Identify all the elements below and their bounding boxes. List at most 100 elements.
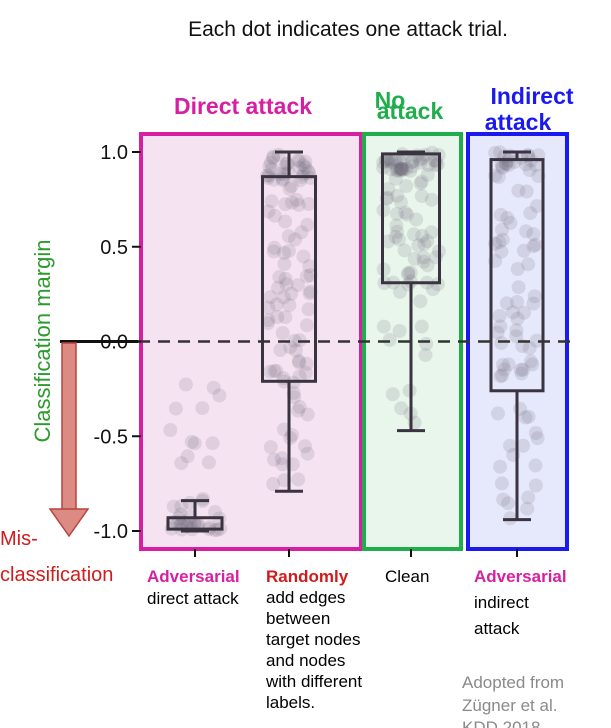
trial-dot xyxy=(493,207,508,222)
trial-dot xyxy=(398,205,413,220)
misclassification-label-line1: Mis- xyxy=(0,528,38,550)
trial-dot xyxy=(491,406,505,421)
trial-dot xyxy=(530,199,544,214)
trial-dot xyxy=(275,171,290,186)
trial-dot xyxy=(400,207,415,222)
trial-dot xyxy=(413,176,428,191)
trial-dot xyxy=(403,265,418,280)
trial-dot xyxy=(511,280,526,295)
trial-dot xyxy=(290,153,305,168)
trial-dot xyxy=(274,451,289,466)
trial-dot xyxy=(505,305,520,320)
trial-dot xyxy=(287,333,302,348)
trial-dot xyxy=(413,294,428,309)
trial-dot xyxy=(284,286,299,301)
trial-dot xyxy=(301,197,316,211)
trial-dot xyxy=(187,436,202,451)
trial-dot xyxy=(401,267,416,282)
trial-dot xyxy=(270,310,285,324)
category-label-line: add edges xyxy=(266,588,345,607)
trial-dot xyxy=(414,174,429,189)
category-label-line: and nodes xyxy=(266,651,345,670)
iqr-box xyxy=(166,516,224,531)
trial-dot xyxy=(495,368,510,383)
trial-dot xyxy=(302,286,317,301)
trial-dot xyxy=(519,224,534,239)
no-attack-header-line1: No xyxy=(375,87,406,113)
trial-dot xyxy=(292,160,307,175)
trial-dot xyxy=(523,206,538,221)
trial-dot xyxy=(278,214,293,229)
trial-dot xyxy=(212,388,227,403)
trial-dot xyxy=(413,152,427,167)
trial-dot xyxy=(528,426,543,440)
trial-dot xyxy=(525,357,540,372)
trial-dot xyxy=(278,271,293,286)
credit-line1: Adopted from xyxy=(462,673,564,692)
trial-dot xyxy=(264,162,279,176)
trial-dot xyxy=(263,440,278,455)
trial-dot xyxy=(393,284,407,299)
trial-dot xyxy=(178,377,193,392)
trial-dot xyxy=(261,204,276,219)
trial-dot xyxy=(184,434,199,449)
trial-dot xyxy=(509,329,524,344)
trial-dot xyxy=(397,243,412,258)
trial-dot xyxy=(263,290,278,305)
trial-dot xyxy=(420,234,435,249)
box-3 xyxy=(381,150,441,433)
trial-dot xyxy=(292,400,307,414)
trial-dot xyxy=(415,228,430,243)
trial-dot xyxy=(195,492,210,506)
trial-dot xyxy=(411,238,426,253)
trial-dot xyxy=(511,183,526,198)
trial-dot xyxy=(168,401,183,416)
trial-dot xyxy=(413,155,428,170)
trial-dot xyxy=(206,380,221,395)
trial-dot xyxy=(201,455,216,470)
trial-dot xyxy=(292,153,307,168)
trial-dot xyxy=(492,235,507,249)
trial-dot xyxy=(260,316,275,331)
trial-dot xyxy=(407,251,422,266)
trial-dot xyxy=(291,197,306,212)
misclassification-label-line2: classification xyxy=(0,564,113,586)
trial-dot xyxy=(279,277,294,292)
trial-dot xyxy=(269,363,284,378)
category-label-line: Clean xyxy=(385,567,429,586)
trial-dot xyxy=(290,278,305,293)
indirect-attack-header-line2: attack xyxy=(485,109,552,135)
trial-dot xyxy=(300,163,315,178)
trial-dot xyxy=(521,257,536,272)
trial-dot xyxy=(261,300,276,315)
trial-dot xyxy=(526,227,541,241)
trial-dot xyxy=(267,364,282,379)
trial-dot xyxy=(495,159,510,174)
trial-dot xyxy=(522,341,537,356)
trial-dot xyxy=(528,458,543,473)
category-label-line: indirect xyxy=(474,593,529,612)
trial-dot xyxy=(493,459,508,474)
trial-dot xyxy=(388,153,403,168)
trial-dot xyxy=(501,496,516,511)
trial-dot xyxy=(381,152,396,167)
ticks-layer: 1.00.50.0-0.5-1.0 xyxy=(94,142,141,543)
trial-dot xyxy=(380,190,395,205)
trial-dot xyxy=(174,456,189,471)
trial-dot xyxy=(529,333,544,348)
trial-dot xyxy=(414,189,429,203)
trial-dot xyxy=(405,154,420,169)
trial-dot xyxy=(493,369,508,384)
trial-dot xyxy=(291,353,306,368)
trial-dot xyxy=(396,152,411,166)
trial-dot xyxy=(267,240,282,255)
trial-dot xyxy=(420,258,435,273)
trial-dot xyxy=(495,222,509,237)
trial-dot xyxy=(284,179,299,194)
trial-dot xyxy=(495,161,510,176)
category-label-line: Randomly xyxy=(266,567,349,586)
trial-dot xyxy=(491,170,506,184)
y-tick-label: -1.0 xyxy=(94,521,128,543)
